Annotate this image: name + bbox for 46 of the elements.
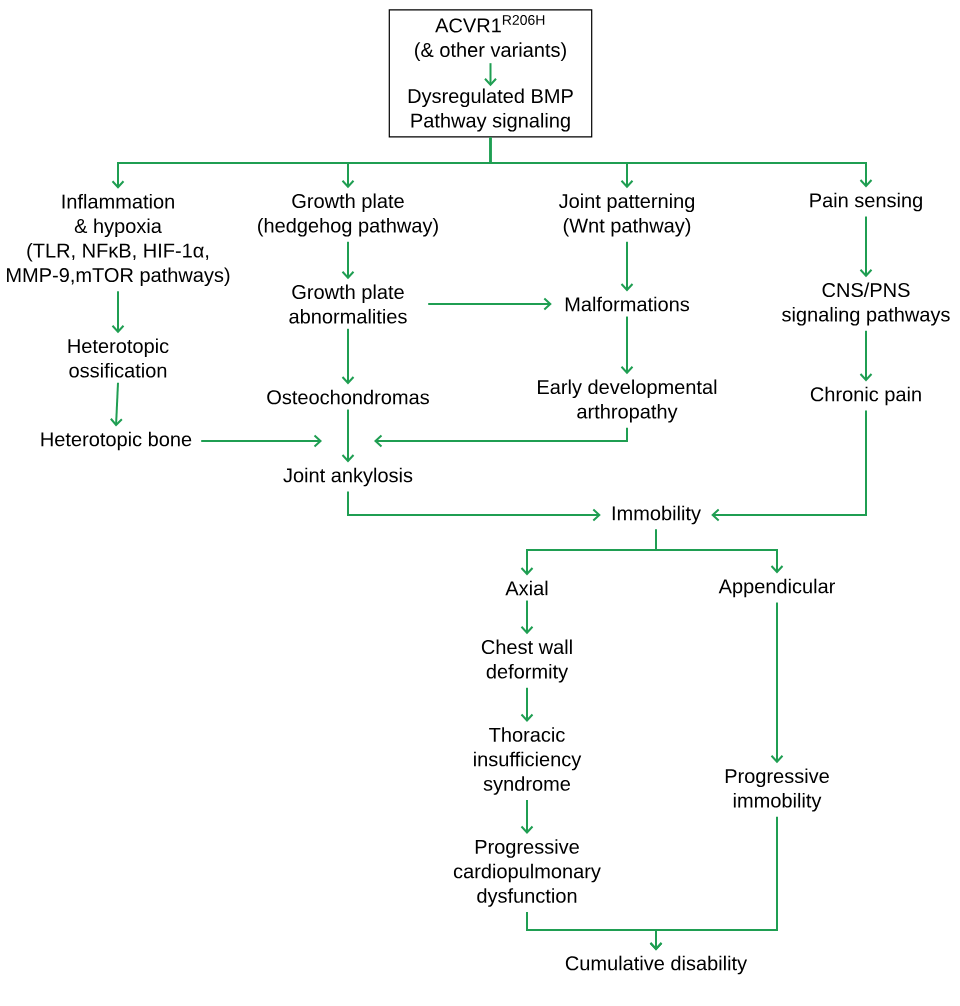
- step-label: Early developmental arthropathy: [538, 379, 717, 423]
- step-label: ACVR1$^{R206H}$ (& other variants): [415, 15, 566, 61]
- arrow: [347, 490, 601, 522]
- step-label: Pain sensing: [810, 192, 922, 212]
- step-label: Dysregulated BMP Pathway signaling: [408, 88, 573, 132]
- arrow: [200, 434, 322, 448]
- step-label: Progressive immobility: [725, 768, 829, 812]
- arrow: [341, 240, 355, 280]
- step-label: Joint ankylosis: [283, 467, 413, 487]
- arrow: [341, 408, 355, 463]
- arrow: [109, 381, 123, 427]
- arrow: [620, 240, 634, 292]
- arrow: [427, 297, 552, 311]
- arrow: [620, 315, 634, 375]
- step-label: Progressive cardiopulmonary dysfunction: [453, 839, 601, 907]
- step-label: Thoracic insufficiency syndrome: [474, 727, 582, 795]
- step-label: Growth plate (hedgehog pathway): [258, 193, 438, 237]
- step-label: Growth plate abnormalities: [289, 284, 407, 324]
- arrow: [770, 601, 784, 764]
- step-label: Chronic pain: [810, 386, 921, 406]
- arrow: [374, 426, 628, 448]
- arrow: [484, 62, 497, 87]
- arrow: [111, 290, 125, 334]
- arrow: [341, 327, 355, 385]
- arrow: [520, 599, 534, 635]
- step-label: Joint patterning (Wnt pathway): [558, 193, 695, 237]
- step-label: Inflammation & hypoxia (TLR, NFκB, HIF-1α, MMP-9,mTOR pathways): [7, 193, 230, 287]
- step-label: Appendicular: [718, 578, 835, 598]
- step-label: Axial: [505, 580, 548, 596]
- step-label: Malformations: [565, 296, 690, 312]
- step-label: Heterotopic ossification: [68, 338, 169, 378]
- arrow: [520, 799, 534, 834]
- step-label: CNS/PNS signaling pathways: [782, 282, 950, 326]
- arrow: [655, 528, 784, 574]
- arrow: [859, 329, 873, 382]
- step-label: Osteochondromas: [267, 389, 429, 405]
- header-box: [388, 9, 593, 138]
- arrow: [859, 215, 873, 278]
- step-label: Immobility: [612, 505, 701, 525]
- arrow: [520, 686, 534, 722]
- step-label: Cumulative disability: [565, 955, 748, 975]
- arrow: [649, 815, 778, 951]
- step-label: Heterotopic bone: [41, 431, 192, 451]
- arrow: [711, 409, 867, 522]
- step-label: Chest wall deformity: [481, 639, 572, 683]
- arrow: [489, 136, 873, 188]
